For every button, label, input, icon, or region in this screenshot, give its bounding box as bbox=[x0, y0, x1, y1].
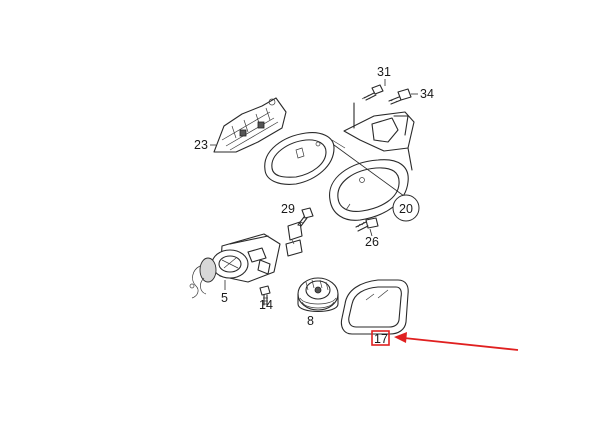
highlight-box bbox=[371, 330, 390, 346]
label-29: 29 bbox=[281, 202, 295, 216]
harness-connector bbox=[285, 221, 303, 257]
arrow-head bbox=[394, 332, 407, 343]
highlight-arrow bbox=[394, 332, 519, 351]
label-5: 5 bbox=[221, 291, 228, 305]
mirror-housing-shell bbox=[264, 132, 346, 185]
label-17: 17 bbox=[374, 332, 388, 346]
mirror-glass-17 bbox=[340, 279, 409, 335]
inner-housing-23 bbox=[210, 97, 287, 153]
label-20: 20 bbox=[399, 202, 413, 216]
screw-26 bbox=[355, 217, 379, 237]
label-23: 23 bbox=[194, 138, 208, 152]
mirror-cover-20 bbox=[329, 144, 409, 221]
label-14: 14 bbox=[259, 298, 273, 312]
screw-14 bbox=[259, 285, 271, 306]
motor-assembly-5 bbox=[189, 233, 281, 299]
screw-34 bbox=[388, 88, 418, 105]
label-26: 26 bbox=[365, 235, 379, 249]
screw-31 bbox=[361, 79, 386, 101]
label-31: 31 bbox=[377, 65, 391, 79]
mounting-bracket bbox=[343, 102, 415, 171]
adjuster-drum-8 bbox=[297, 277, 339, 313]
label-34: 34 bbox=[420, 87, 434, 101]
callout-circle-20 bbox=[392, 194, 420, 222]
arrow-shaft bbox=[403, 337, 519, 351]
label-8: 8 bbox=[307, 314, 314, 328]
